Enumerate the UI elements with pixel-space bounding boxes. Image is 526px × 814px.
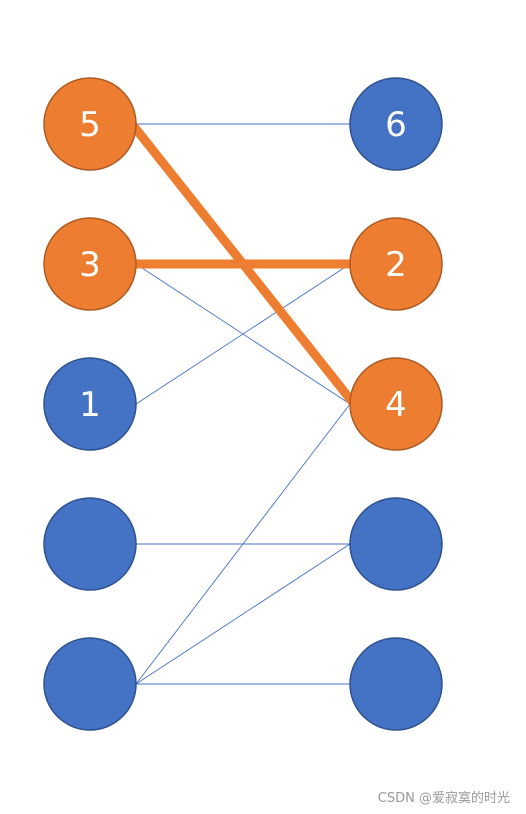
node-circle <box>43 77 137 171</box>
left-node-l2: 3 <box>43 217 137 311</box>
right-node-r3: 4 <box>349 357 443 451</box>
node-circle <box>349 637 443 731</box>
node-label: 6 <box>385 105 407 145</box>
right-node-r4 <box>349 497 443 591</box>
right-node-r2: 2 <box>349 217 443 311</box>
left-node-l4 <box>43 497 137 591</box>
edge-l5-r4 <box>135 543 351 685</box>
node-circle <box>349 217 443 311</box>
node-circle <box>349 497 443 591</box>
node-circle <box>349 77 443 171</box>
left-node-l3: 1 <box>43 357 137 451</box>
nodes: 5 3 1 6 2 4 <box>43 77 443 731</box>
node-label: 5 <box>79 105 101 145</box>
node-label: 1 <box>79 385 101 425</box>
node-circle <box>349 357 443 451</box>
edges <box>128 121 358 685</box>
node-circle <box>43 217 137 311</box>
node-label: 3 <box>79 245 101 285</box>
node-circle <box>43 637 137 731</box>
node-circle <box>43 357 137 451</box>
edge-l5-r3 <box>135 403 351 685</box>
node-label: 2 <box>385 245 407 285</box>
edge-l3-r2 <box>135 263 351 405</box>
right-node-r1: 6 <box>349 77 443 171</box>
node-label: 4 <box>385 385 407 425</box>
left-node-l5 <box>43 637 137 731</box>
watermark: CSDN @爱寂寞的时光 <box>377 791 510 806</box>
right-node-r5 <box>349 637 443 731</box>
left-node-l1: 5 <box>43 77 137 171</box>
node-circle <box>43 497 137 591</box>
